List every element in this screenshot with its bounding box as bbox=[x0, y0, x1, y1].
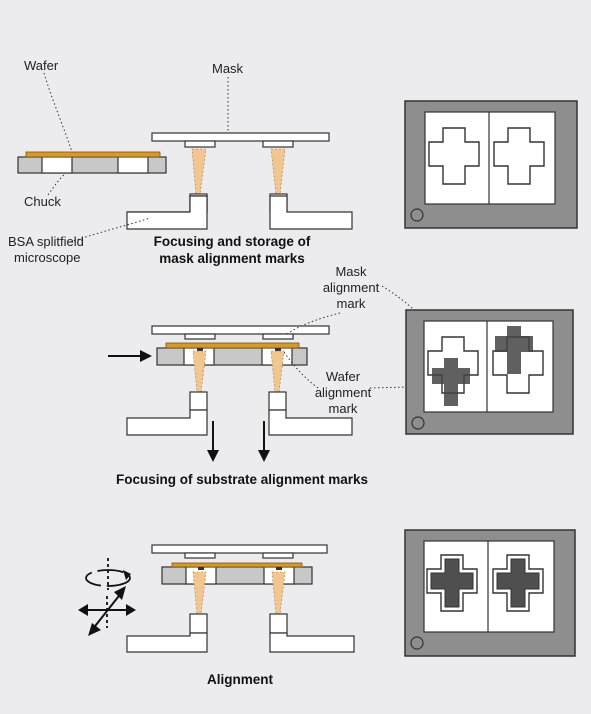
move-arrows-icon bbox=[78, 586, 136, 636]
mask-tab-right-2 bbox=[262, 333, 294, 340]
down-arrow-left-head bbox=[207, 450, 219, 462]
objective-right-2 bbox=[268, 391, 287, 411]
microscope-body-left-3 bbox=[126, 632, 208, 653]
wafer-cross-left-aligned bbox=[430, 558, 474, 608]
beam-left-3 bbox=[192, 571, 207, 615]
caption-step1-line2: mask alignment marks bbox=[159, 251, 305, 266]
step3-setup: Alignment bbox=[78, 544, 355, 687]
label-wafer-mark-1: Wafer bbox=[326, 369, 361, 384]
chuck-window-left bbox=[41, 156, 73, 174]
mask-cross-right bbox=[493, 127, 545, 185]
microscope-body-left bbox=[126, 195, 208, 230]
objective-left-3 bbox=[189, 613, 208, 634]
beam-left-2 bbox=[192, 350, 207, 393]
rotate-arrow-icon bbox=[85, 558, 131, 590]
label-mask-mark-1: Mask bbox=[335, 264, 367, 279]
wafer-mark-left-3 bbox=[198, 567, 204, 570]
caption-step2: Focusing of substrate alignment marks bbox=[116, 472, 368, 487]
step2-setup: Mask alignment mark Wafer alignment mark… bbox=[108, 264, 446, 487]
wafer-cross-right-aligned bbox=[496, 558, 540, 608]
wafer-mark-leader-left bbox=[283, 351, 319, 389]
step1-setup: Wafer Mask Chuck BSA splitfield microsco… bbox=[8, 58, 353, 266]
label-bsa-line2: microscope bbox=[14, 250, 80, 265]
label-wafer: Wafer bbox=[24, 58, 59, 73]
wafer-cross-left-offset bbox=[432, 358, 470, 406]
screen-2 bbox=[405, 309, 574, 435]
beam-right bbox=[270, 148, 286, 195]
label-mask-mark-2: alignment bbox=[323, 280, 380, 295]
screen-2-knob bbox=[411, 416, 425, 430]
mask-tab-left-3 bbox=[184, 552, 216, 559]
chuck-window-right bbox=[117, 156, 149, 174]
mask-mark-tab-right bbox=[262, 140, 294, 148]
down-arrow-right-head bbox=[258, 450, 270, 462]
bsa-leader bbox=[69, 217, 151, 243]
chuck-leader bbox=[47, 172, 67, 196]
microscope-body-right bbox=[269, 195, 353, 230]
label-wafer-mark-2: alignment bbox=[315, 385, 372, 400]
wafer-mark-right-2 bbox=[275, 348, 281, 351]
mask-plate-2 bbox=[151, 325, 330, 335]
objective-right-3 bbox=[269, 613, 288, 634]
mask-plate-3 bbox=[151, 544, 328, 554]
label-mask-mark-3: mark bbox=[337, 296, 366, 311]
mask-mark-tab-left bbox=[184, 140, 216, 148]
screen-1 bbox=[404, 100, 578, 229]
beam-right-2 bbox=[270, 350, 285, 393]
microscope-body-right-3 bbox=[269, 632, 355, 653]
wafer-mark-left-2 bbox=[197, 348, 203, 351]
wafer-mark-right-3 bbox=[276, 567, 282, 570]
mask-cross-left bbox=[428, 127, 480, 185]
wafer-3 bbox=[171, 562, 303, 568]
label-wafer-mark-3: mark bbox=[329, 401, 358, 416]
microscope-body-right-2 bbox=[268, 409, 353, 436]
step1-microscope bbox=[126, 193, 353, 230]
wafer-layer bbox=[25, 151, 161, 158]
step1-chuck-with-wafer bbox=[17, 151, 167, 174]
wafer-2 bbox=[165, 342, 300, 349]
mask-tab-left-2 bbox=[184, 333, 216, 340]
microscope-body-left-2 bbox=[126, 409, 208, 436]
screen-3-knob bbox=[410, 636, 424, 650]
mask-tab-right-3 bbox=[262, 552, 294, 559]
mask-plate bbox=[151, 132, 330, 142]
mask-mark-leader-left bbox=[286, 312, 341, 335]
objective-left-2 bbox=[189, 391, 208, 411]
caption-step3: Alignment bbox=[207, 672, 274, 687]
screen-3 bbox=[404, 529, 576, 657]
wafer-mark-leader-right bbox=[369, 385, 446, 389]
step1-mask bbox=[151, 132, 330, 148]
label-chuck: Chuck bbox=[24, 194, 61, 209]
wafer-leader bbox=[43, 72, 73, 153]
push-arrow-head bbox=[140, 350, 152, 362]
wafer-cross-right-offset bbox=[495, 326, 533, 374]
label-mask: Mask bbox=[212, 61, 244, 76]
label-bsa-line1: BSA splitfield bbox=[8, 234, 84, 249]
beam-right-3 bbox=[271, 571, 286, 615]
screen-1-knob bbox=[410, 208, 424, 222]
beam-left bbox=[191, 148, 207, 195]
caption-step1-line1: Focusing and storage of bbox=[154, 234, 311, 249]
